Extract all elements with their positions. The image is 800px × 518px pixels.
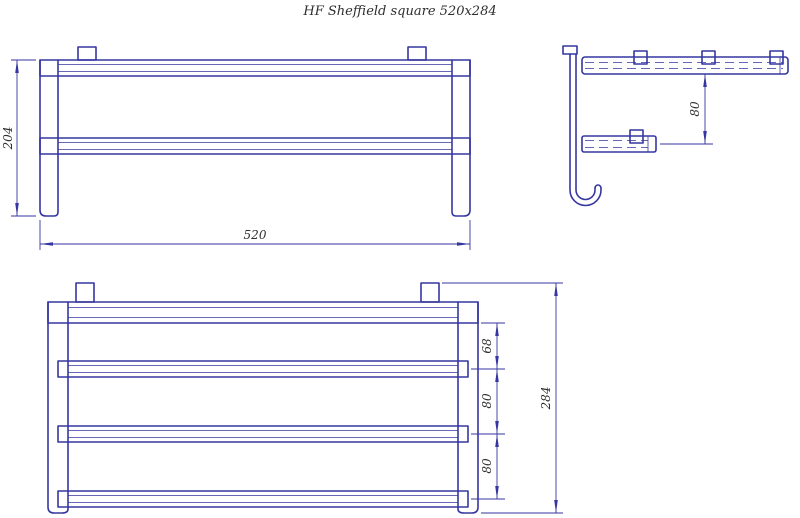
shelf-bar-side bbox=[581, 56, 789, 75]
dim-width-520: 520 bbox=[39, 220, 471, 250]
dim-height-204: 204 bbox=[1, 59, 36, 217]
dim-label-284: 284 bbox=[539, 387, 553, 411]
wall-bracket-outer bbox=[569, 53, 602, 207]
wall-bracket-tip bbox=[594, 184, 602, 189]
drawing-title: HF Sheffield square 520x284 bbox=[302, 4, 496, 19]
post-left bbox=[39, 59, 59, 217]
dim-gap-80-side: 80 bbox=[660, 74, 713, 145]
dim-label-80-side: 80 bbox=[688, 101, 702, 117]
dim-label-80-bottom: 80 bbox=[480, 458, 494, 474]
rail-1 bbox=[57, 360, 469, 378]
dim-label-204: 204 bbox=[1, 127, 15, 151]
rail-2 bbox=[57, 425, 469, 443]
hook-tab-right bbox=[407, 46, 427, 61]
dim-total-284: 284 bbox=[442, 282, 563, 514]
dim-label-80-mid: 80 bbox=[480, 393, 494, 409]
stud bbox=[629, 129, 644, 144]
view-side bbox=[562, 45, 789, 207]
stud bbox=[633, 50, 648, 65]
dim-label-68: 68 bbox=[480, 338, 494, 354]
dim-label-520: 520 bbox=[244, 228, 267, 242]
top-shelf-bar bbox=[47, 301, 479, 324]
hook-tab-left bbox=[77, 46, 97, 61]
rail-bar-side bbox=[581, 135, 657, 153]
hook-tab-left bbox=[75, 282, 95, 303]
post-left bbox=[47, 301, 69, 514]
wall-bracket-inner bbox=[575, 53, 596, 201]
stud bbox=[701, 50, 716, 65]
hook-tab-right bbox=[420, 282, 440, 303]
view-front-upper bbox=[39, 46, 471, 217]
rail-3 bbox=[57, 490, 469, 508]
top-shelf-bar bbox=[39, 59, 471, 77]
wall-bracket-top-hook bbox=[562, 45, 578, 55]
view-front-full bbox=[47, 282, 479, 514]
post-right bbox=[457, 301, 479, 514]
dim-chain-spacings: 68 80 80 bbox=[471, 322, 505, 500]
rail-bar bbox=[39, 137, 471, 155]
post-right bbox=[451, 59, 471, 217]
stud bbox=[769, 50, 784, 65]
